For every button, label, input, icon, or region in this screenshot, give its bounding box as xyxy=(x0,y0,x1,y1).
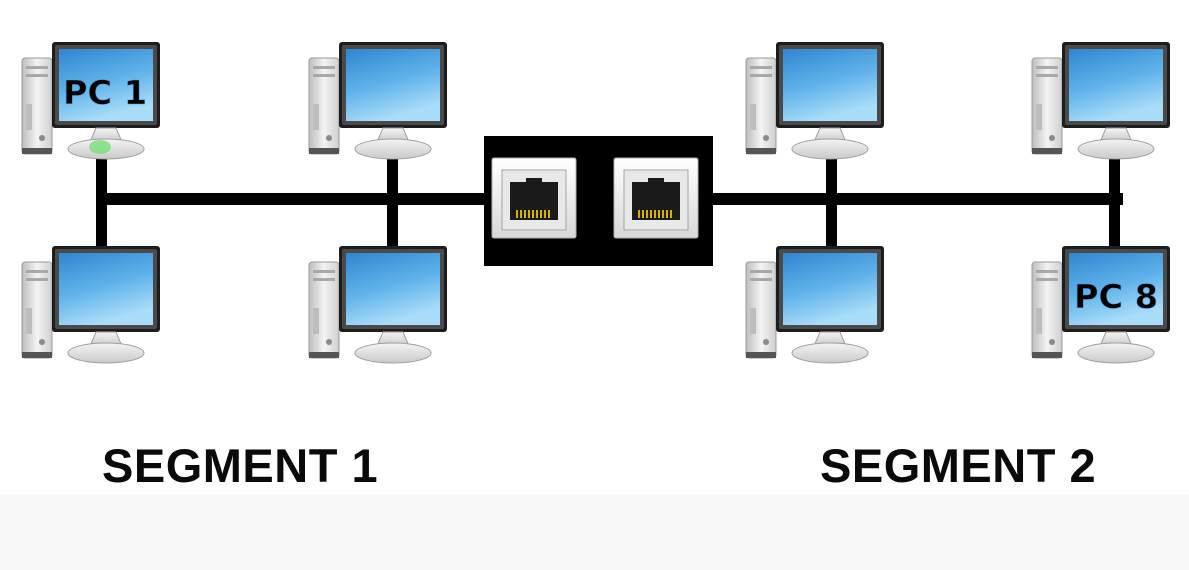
pc-1-drop xyxy=(96,150,107,248)
pc-5 xyxy=(745,41,885,160)
desktop-computer-icon xyxy=(21,245,161,364)
segment-2-bus xyxy=(712,193,1123,205)
pc-8: PC 8 xyxy=(1031,245,1171,364)
pc-4 xyxy=(308,245,448,364)
pc-6-drop xyxy=(1109,150,1120,248)
pc-8-label: PC 8 xyxy=(1074,277,1158,316)
desktop-computer-icon xyxy=(308,41,448,160)
pc-2 xyxy=(308,41,448,160)
pc-5-drop xyxy=(826,150,837,248)
pc-1: PC 1 xyxy=(21,41,161,160)
cables xyxy=(96,150,1123,248)
pc-6 xyxy=(1031,41,1171,160)
segment-2-label: SEGMENT 2 xyxy=(820,439,1097,492)
desktop-computer-icon xyxy=(1031,41,1171,160)
pc-3 xyxy=(21,245,161,364)
rj45-port-icon xyxy=(491,157,577,239)
desktop-computer-icon xyxy=(745,245,885,364)
pc-1-label: PC 1 xyxy=(63,73,147,112)
desktop-computer-icon xyxy=(745,41,885,160)
desktop-computer-icon xyxy=(308,245,448,364)
status-led xyxy=(89,140,111,154)
footer-band xyxy=(0,494,1189,570)
segment-1-bus xyxy=(98,193,485,205)
segment-1-label: SEGMENT 1 xyxy=(102,439,379,492)
bridge-device xyxy=(484,136,713,266)
pc-7 xyxy=(745,245,885,364)
rj45-port-icon xyxy=(613,157,699,239)
pc-2-drop xyxy=(387,150,398,248)
